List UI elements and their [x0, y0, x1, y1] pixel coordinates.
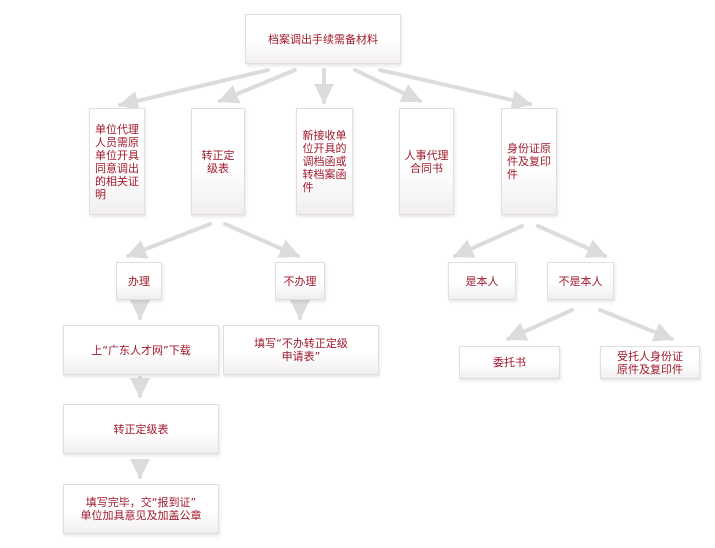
fill-not-handle-node: 填写“不办转正定级 申请表” [223, 325, 379, 375]
arrow-req5-to-self [453, 224, 524, 258]
arrow-req5-to-not-self [536, 224, 607, 258]
arrow-root-to-req5 [378, 68, 532, 110]
form-node: 转正定级表 [63, 404, 219, 454]
agent-id-node: 受托人身份证 原件及复印件 [600, 346, 700, 379]
power-of-attorney-node: 委托书 [459, 346, 560, 379]
self-node: 是本人 [448, 262, 516, 300]
requirement-label-1: 单位代理 人员需原 单位开具 同意调出 的相关证 明 [95, 122, 139, 201]
arrow-not-self-to-agent-id [598, 308, 674, 342]
handle-node: 办理 [116, 262, 162, 300]
requirement-node-5: 身份证原 件及复印 件 [501, 108, 557, 215]
requirement-node-2: 转正定 级表 [191, 108, 245, 215]
requirement-node-3: 新接收单 位开具的 调档函或 转档案函 件 [296, 108, 353, 215]
requirement-label-2: 转正定 级表 [201, 148, 235, 175]
arrow-root-to-req1 [118, 68, 270, 111]
arrow-root-to-req2 [218, 68, 297, 104]
arrow-req2-to-not-handle [223, 222, 300, 258]
agent-id-label: 受托人身份证 原件及复印件 [617, 349, 683, 376]
fill-not-handle-label: 填写“不办转正定级 申请表” [254, 337, 348, 363]
form-label: 转正定级表 [113, 422, 169, 436]
not-handle-label: 不办理 [283, 274, 317, 288]
requirement-node-1: 单位代理 人员需原 单位开具 同意调出 的相关证 明 [89, 108, 145, 215]
final-step-node: 填写完毕，交“报到证” 单位加具意见及加盖公章 [63, 484, 219, 534]
self-label: 是本人 [465, 274, 499, 288]
power-of-attorney-label: 委托书 [493, 356, 526, 369]
requirement-node-4: 人事代理 合同书 [399, 108, 454, 215]
arrow-req2-to-handle [126, 222, 212, 259]
not-self-label: 不是本人 [558, 274, 603, 288]
not-self-node: 不是本人 [547, 262, 614, 300]
root-node: 档案调出手续需备材料 [245, 14, 401, 64]
final-step-label: 填写完毕，交“报到证” 单位加具意见及加盖公章 [80, 496, 202, 522]
root-label: 档案调出手续需备材料 [268, 32, 378, 46]
requirement-label-5: 身份证原 件及复印 件 [507, 142, 551, 181]
requirement-label-3: 新接收单 位开具的 调档函或 转档案函 件 [302, 129, 347, 194]
arrow-root-to-req4 [353, 68, 422, 103]
arrow-not-self-to-power [506, 308, 574, 341]
requirement-label-4: 人事代理 合同书 [404, 148, 449, 175]
download-label: 上“广东人才网”下载 [91, 343, 191, 357]
not-handle-node: 不办理 [275, 262, 325, 300]
handle-label: 办理 [128, 274, 150, 288]
download-node: 上“广东人才网”下载 [63, 325, 219, 375]
